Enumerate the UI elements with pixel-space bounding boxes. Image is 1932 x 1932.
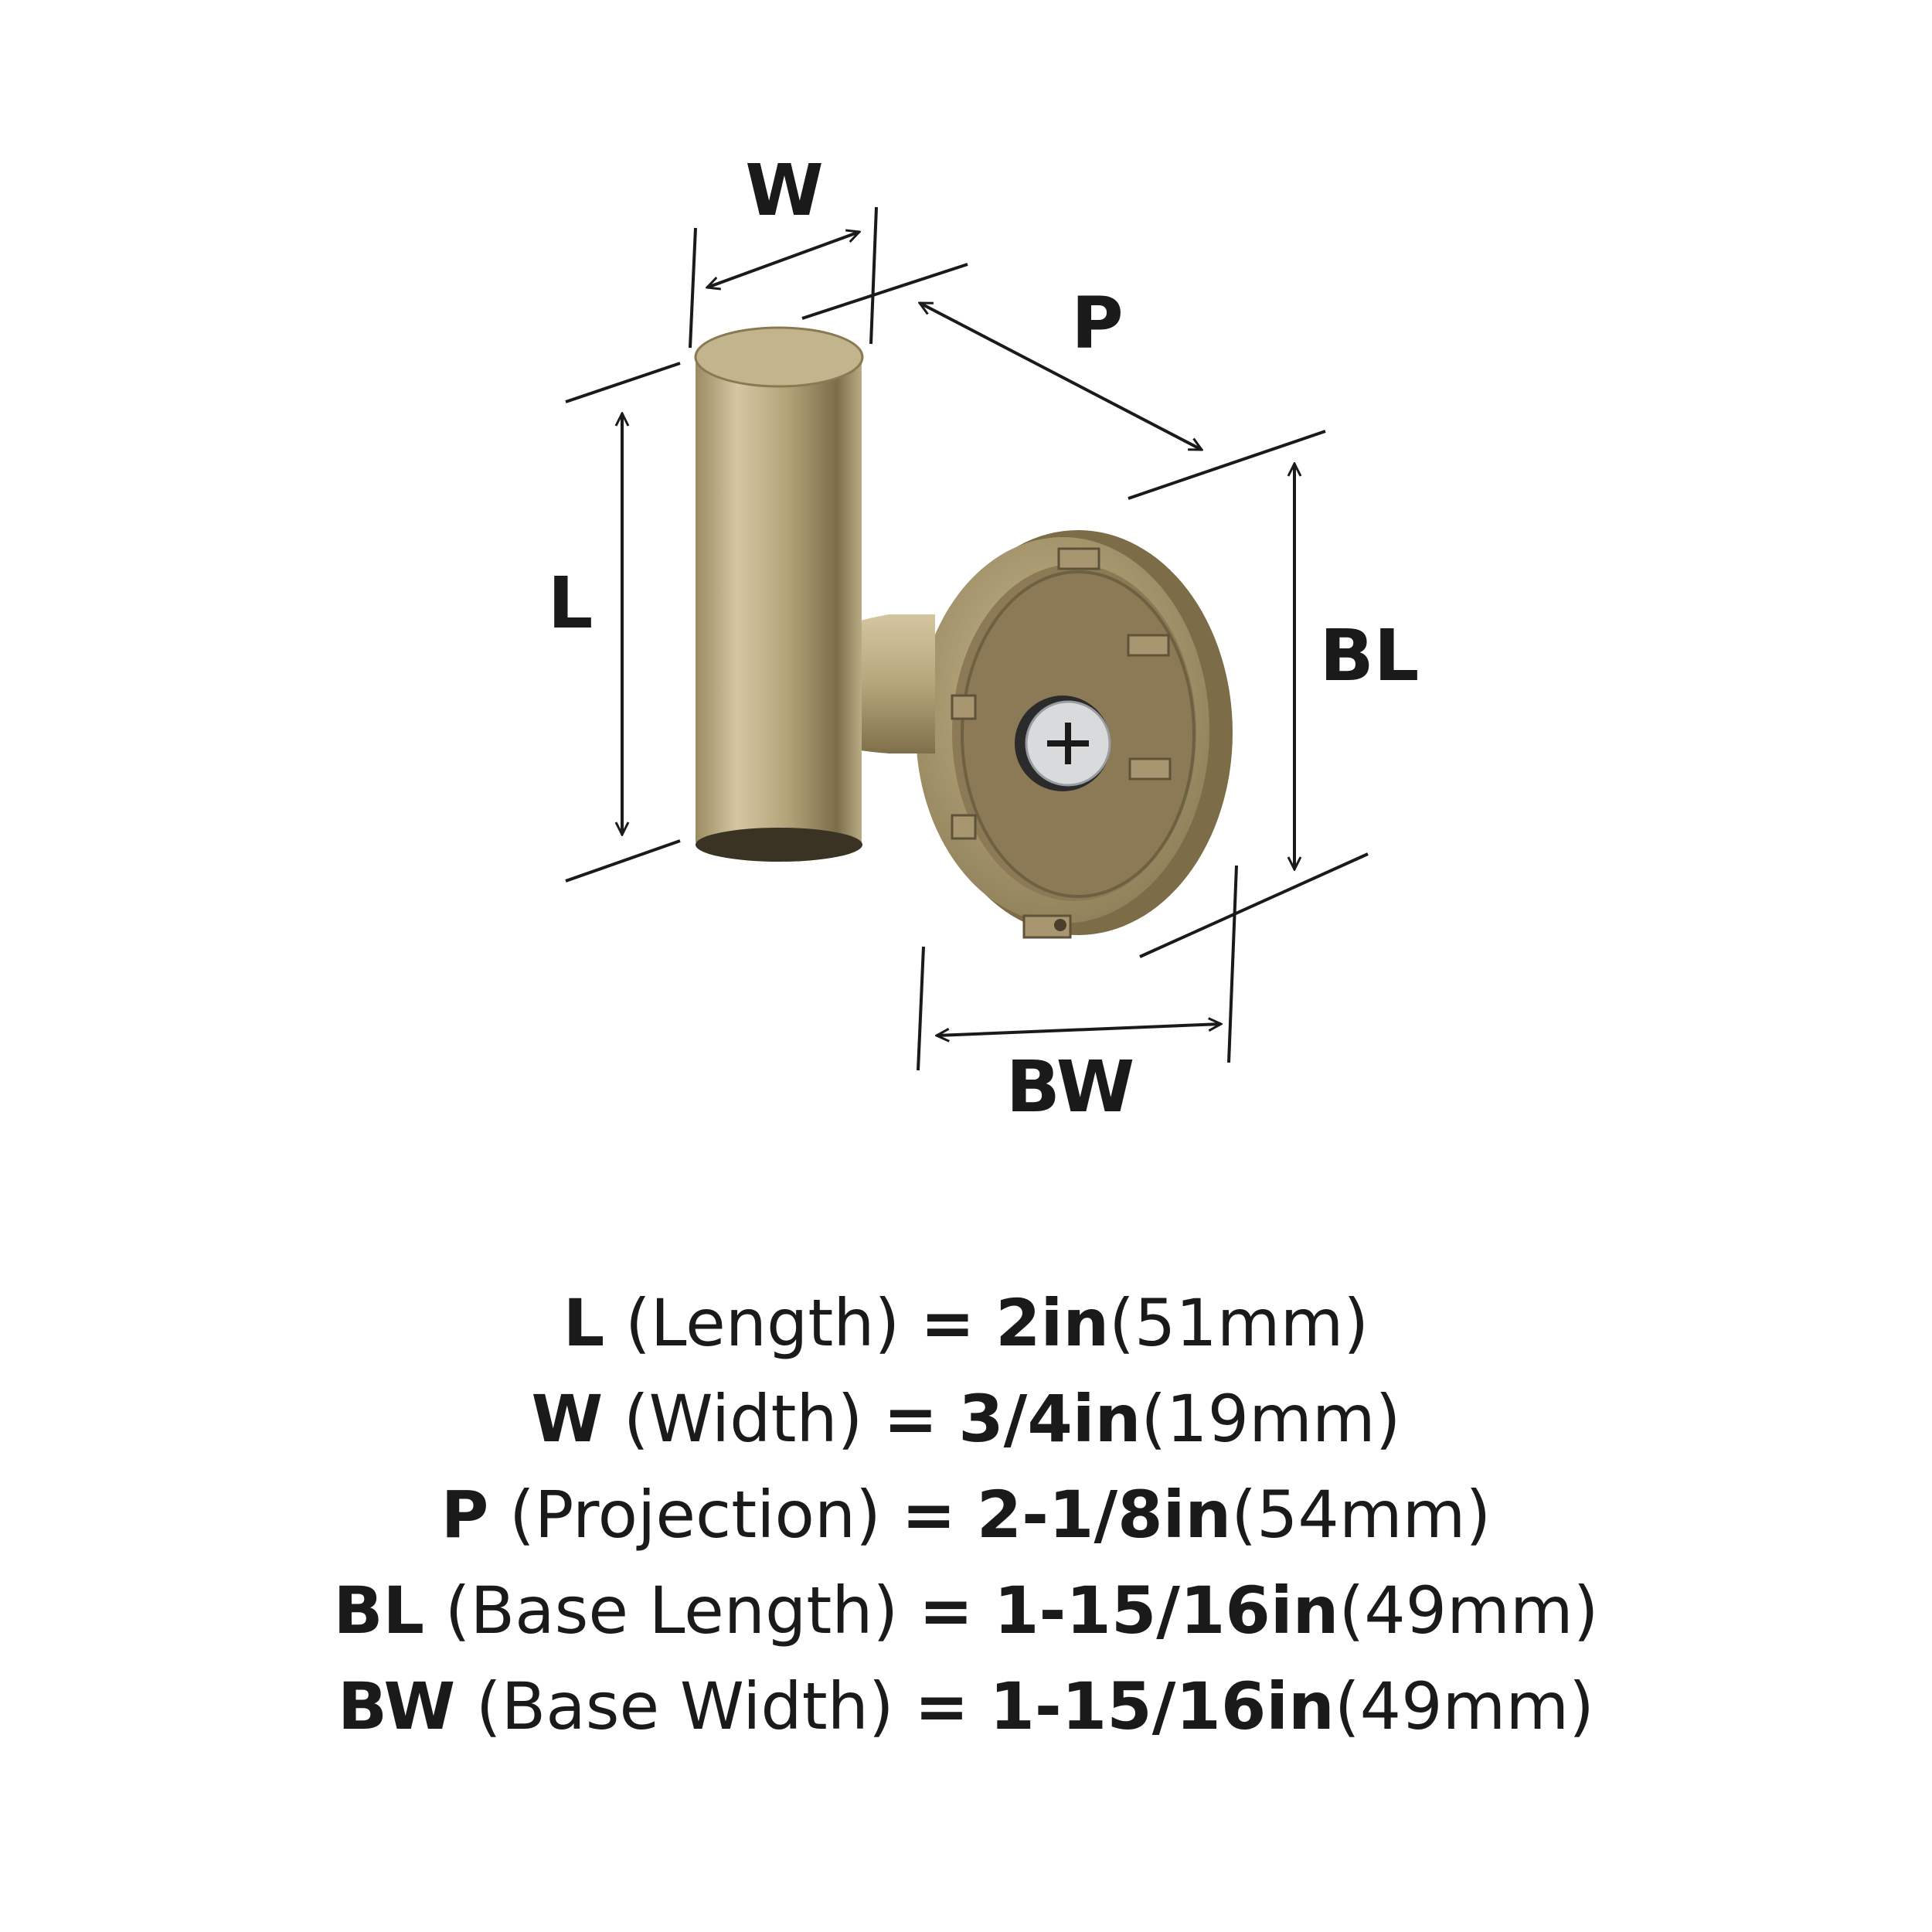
spec-code: P bbox=[440, 1477, 489, 1553]
spec-equals: = bbox=[901, 1477, 956, 1553]
spec-equals: = bbox=[914, 1668, 969, 1744]
spec-code: BW bbox=[338, 1668, 456, 1744]
spec-code: W bbox=[531, 1381, 604, 1457]
dim-label-bl: BL bbox=[1320, 614, 1420, 697]
spec-imperial: 2-1/8in bbox=[976, 1477, 1232, 1553]
spec-code: L bbox=[563, 1285, 605, 1361]
spec-metric: (54mm) bbox=[1231, 1477, 1492, 1553]
spec-code: BL bbox=[333, 1573, 425, 1648]
dim-label-l: L bbox=[548, 562, 594, 645]
dim-label-bw: BW bbox=[1006, 1046, 1135, 1128]
spec-metric: (51mm) bbox=[1109, 1285, 1369, 1361]
spec-name: (Length) bbox=[625, 1285, 900, 1361]
post-bottom bbox=[696, 828, 862, 862]
spec-row-length: L (Length) = 2in(51mm) bbox=[0, 1275, 1932, 1371]
spec-row-base-length: BL (Base Length) = 1-15/16in(49mm) bbox=[0, 1563, 1932, 1658]
hook-post bbox=[696, 355, 862, 854]
spec-imperial: 3/4in bbox=[958, 1381, 1141, 1457]
dimension-lines bbox=[565, 206, 1369, 1071]
spec-equals: = bbox=[918, 1573, 974, 1648]
spec-metric: (49mm) bbox=[1338, 1573, 1599, 1648]
spec-name: (Base Length) bbox=[444, 1573, 899, 1648]
dimension-specs: L (Length) = 2in(51mm) W (Width) = 3/4in… bbox=[0, 1275, 1932, 1754]
spec-imperial: 1-15/16in bbox=[994, 1573, 1339, 1648]
spec-metric: (49mm) bbox=[1334, 1668, 1594, 1744]
spec-imperial: 1-15/16in bbox=[989, 1668, 1335, 1744]
post-top bbox=[694, 326, 864, 388]
spec-row-projection: P (Projection) = 2-1/8in(54mm) bbox=[0, 1467, 1932, 1563]
dim-label-w: W bbox=[745, 149, 823, 232]
spec-equals: = bbox=[920, 1285, 975, 1361]
spec-row-width: W (Width) = 3/4in(19mm) bbox=[0, 1371, 1932, 1467]
spec-metric: (19mm) bbox=[1141, 1381, 1401, 1457]
dim-label-p: P bbox=[1071, 282, 1123, 365]
spec-imperial: 2in bbox=[995, 1285, 1110, 1361]
spec-equals: = bbox=[883, 1381, 938, 1457]
dimension-diagram: W P L BL BW bbox=[548, 149, 1420, 1128]
spec-name: (Base Width) bbox=[475, 1668, 894, 1744]
spec-row-base-width: BW (Base Width) = 1-15/16in(49mm) bbox=[0, 1658, 1932, 1754]
hook-product-illustration bbox=[694, 326, 1233, 939]
spec-name: (Projection) bbox=[509, 1477, 881, 1553]
spec-name: (Width) bbox=[623, 1381, 863, 1457]
